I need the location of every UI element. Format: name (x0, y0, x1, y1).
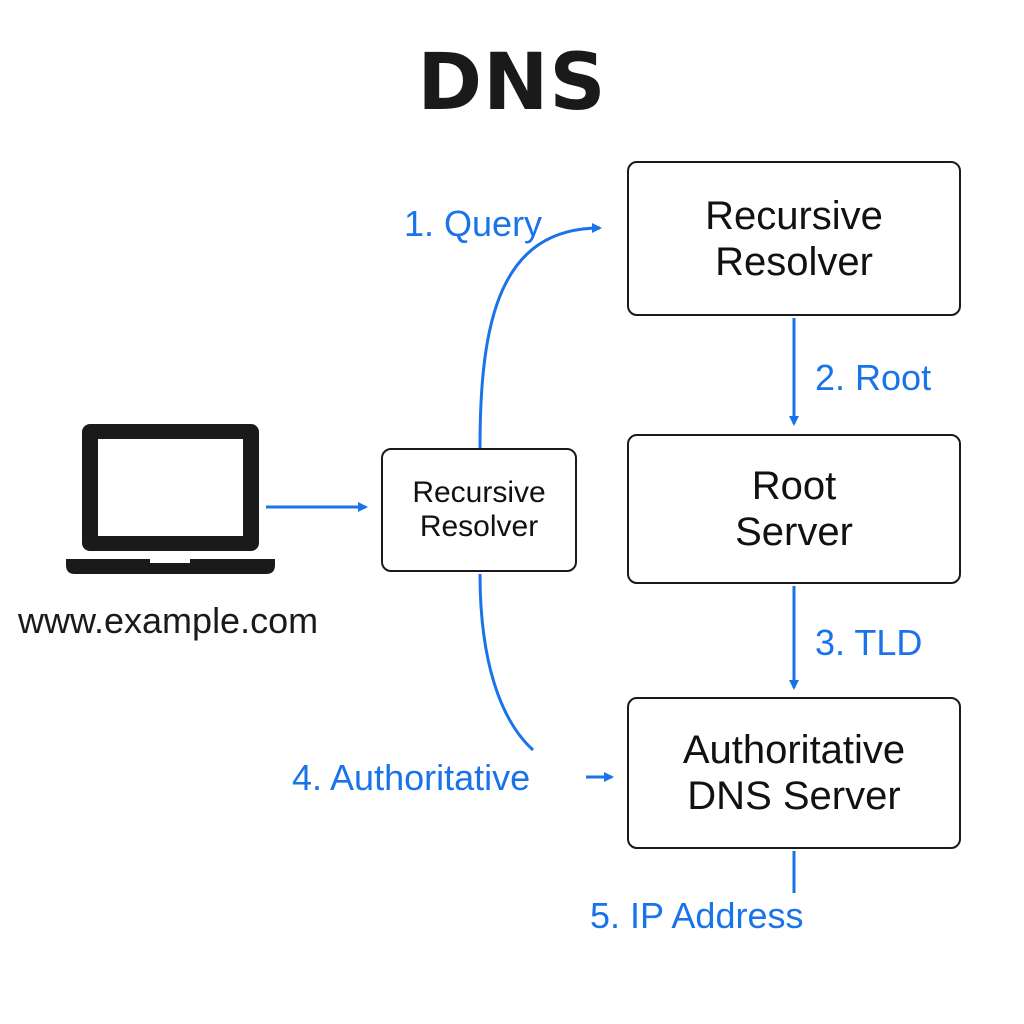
node-label: Resolver (715, 239, 873, 284)
node-label: Root (751, 464, 837, 508)
node-label: Authoritative (682, 728, 906, 772)
step-authoritative-label: 4. Authoritative (292, 757, 531, 798)
recursive-resolver-local-box: Recursive Resolver (381, 448, 577, 572)
diagram-title: DNS (417, 38, 607, 128)
authoritative-dns-server-box: Authoritative DNS Server (627, 697, 961, 849)
client-domain-label: www.example.com (18, 600, 319, 641)
recursive-resolver-box: Recursive Resolver (627, 161, 961, 316)
step-tld-label: 3. TLD (815, 622, 923, 663)
step-query-label: 1. Query (404, 203, 543, 244)
laptop-icon (66, 424, 275, 574)
node-label: Recursive (412, 475, 546, 509)
root-server-box: Root Server (627, 434, 961, 584)
node-label: Resolver (419, 510, 539, 543)
step-ip-address-label: 5. IP Address (590, 895, 804, 936)
node-label: DNS Server (687, 774, 901, 818)
query-arrow (478, 223, 602, 449)
node-label: Recursive (705, 193, 883, 238)
node-label: Server (735, 510, 853, 554)
authoritative-curve (478, 573, 535, 752)
step-root-label: 2. Root (815, 357, 932, 398)
